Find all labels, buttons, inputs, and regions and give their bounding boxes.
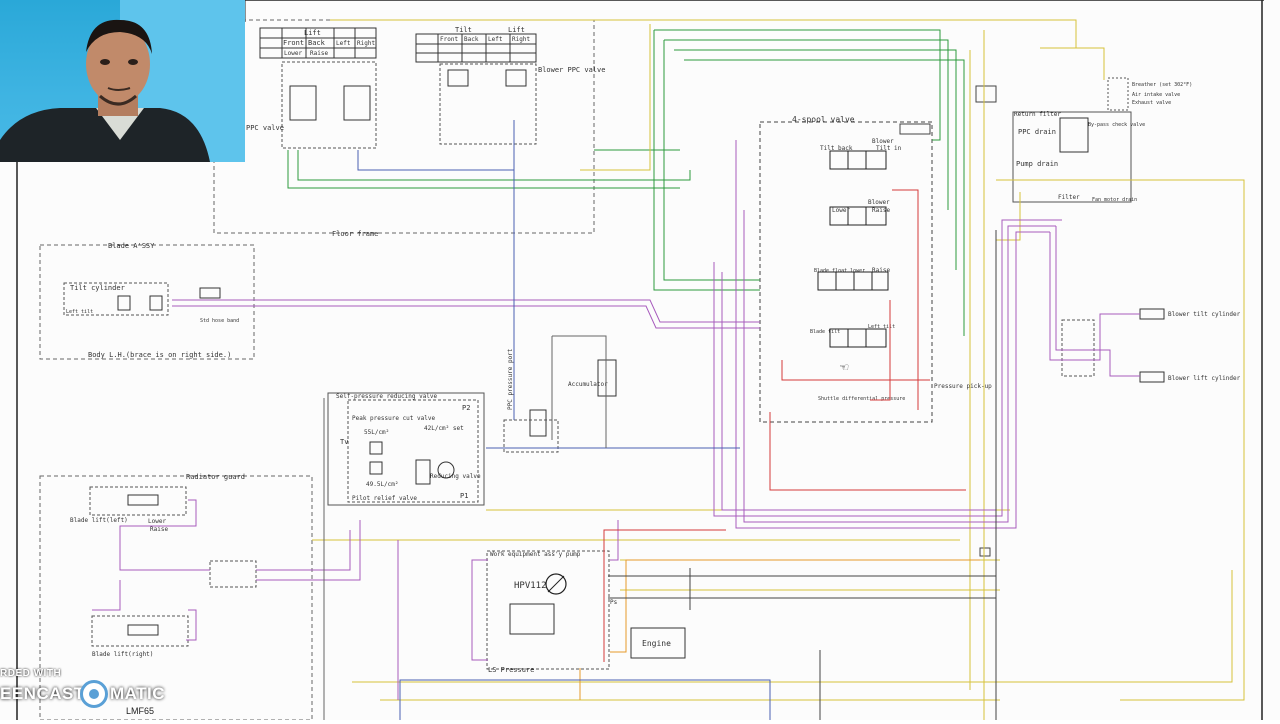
svg-text:Back: Back	[464, 36, 479, 43]
svg-text:Right: Right	[512, 36, 530, 43]
watermark-recorded-with: RDED WITH	[0, 668, 62, 679]
label-tilt-cylinder: Tilt cylinder	[70, 284, 125, 292]
svg-text:Front: Front	[440, 36, 458, 43]
svg-text:Exhaust valve: Exhaust valve	[1132, 100, 1171, 106]
screencast-watermark: RDED WITH EENCAST MATIC LMF65	[0, 664, 180, 720]
label-blower-lift-cylinder: Blower lift cylinder	[1168, 375, 1241, 382]
webcam-overlay	[0, 0, 245, 162]
label-blower-tilt-cylinder: Blower tilt cylinder	[1168, 311, 1241, 318]
svg-text:Lower: Lower	[284, 50, 302, 57]
label-blade-lift-left: Blade lift(left)	[70, 517, 128, 524]
label-self-pressure-valve: Self-pressure reducing valve	[336, 393, 438, 400]
svg-text:Lift: Lift	[508, 26, 525, 34]
svg-text:Lower: Lower	[832, 207, 850, 214]
svg-text:Tilt in: Tilt in	[876, 145, 902, 152]
sheet-code: LMF65	[126, 706, 155, 716]
svg-text:Std hose band: Std hose band	[200, 318, 239, 324]
svg-text:Left: Left	[336, 40, 351, 47]
svg-text:Tilt: Tilt	[455, 26, 472, 34]
svg-text:Blower: Blower	[872, 138, 894, 145]
svg-text:P2: P2	[462, 404, 470, 412]
svg-text:Blower: Blower	[868, 199, 890, 206]
label-pressure-pickup: Pressure pick-up	[934, 383, 992, 390]
watermark-brand-left: EENCAST	[0, 684, 85, 703]
svg-text:Blade tilt: Blade tilt	[810, 329, 840, 335]
svg-text:Lower: Lower	[148, 518, 166, 525]
label-return-filter: Return filter	[1014, 111, 1061, 118]
svg-text:Pilot relief valve: Pilot relief valve	[352, 495, 417, 502]
label-lift-header: Lift	[304, 29, 321, 37]
watermark-brand-right: MATIC	[110, 684, 166, 703]
svg-text:Peak pressure cut valve: Peak pressure cut valve	[352, 415, 435, 422]
svg-text:Fan motor drain: Fan motor drain	[1092, 197, 1137, 203]
label-engine: Engine	[642, 639, 671, 648]
svg-text:Raise: Raise	[872, 267, 890, 274]
label-4-spool-valve: 4-spool valve	[792, 115, 855, 124]
svg-text:Left tilt: Left tilt	[66, 309, 93, 315]
svg-text:Pump drain: Pump drain	[1016, 160, 1058, 168]
svg-text:Right: Right	[357, 40, 375, 47]
svg-text:Raise: Raise	[310, 50, 328, 57]
svg-text:Raise: Raise	[872, 207, 890, 214]
svg-text:Shuttle differential pressure: Shuttle differential pressure	[818, 396, 905, 402]
svg-text:Air intake valve: Air intake valve	[1132, 92, 1180, 98]
svg-text:Reducing valve: Reducing valve	[430, 473, 481, 480]
label-blade-assy: Blade A'SSY	[108, 242, 155, 250]
label-radiator-guard: Radiator guard	[186, 473, 245, 481]
svg-text:Filter: Filter	[1058, 194, 1080, 201]
label-hpv112: HPV112	[514, 581, 547, 591]
svg-text:Blade float lower: Blade float lower	[814, 268, 865, 274]
label-blower-ppc-valve: Blower PPC valve	[538, 66, 605, 74]
hand-cursor-icon: ☜	[840, 360, 849, 376]
presenter-video-icon	[0, 0, 245, 162]
svg-text:49.5L/cm²: 49.5L/cm²	[366, 481, 399, 488]
label-floor-frame: Floor frame	[332, 230, 378, 238]
svg-text:By-pass check valve: By-pass check valve	[1088, 122, 1145, 128]
svg-text:PPC drain: PPC drain	[1018, 128, 1056, 136]
svg-text:55L/cm²: 55L/cm²	[364, 429, 389, 436]
svg-text:Left tilt: Left tilt	[868, 324, 895, 330]
label-ppc-pressure-port: PPC pressure port	[507, 348, 514, 410]
svg-text:Tv: Tv	[340, 438, 348, 446]
svg-text:P1: P1	[460, 492, 468, 500]
label-work-equipment-pump: Work equipment ass'y pump	[490, 551, 581, 558]
label-blade-lift-right: Blade lift(right)	[92, 651, 153, 658]
label-accumulator: Accumulator	[568, 381, 608, 388]
svg-text:Tilt back: Tilt back	[820, 145, 853, 152]
svg-text:Raise: Raise	[150, 526, 168, 533]
svg-text:Back: Back	[308, 39, 326, 47]
screencast-logo-icon	[80, 680, 108, 708]
svg-text:Breather (set 302°F): Breather (set 302°F)	[1132, 82, 1192, 88]
label-body-note: Body L.H.(brace is on right side.)	[88, 351, 231, 359]
label-ls-pressure: LS Pressure	[488, 666, 534, 674]
svg-text:Front: Front	[283, 39, 304, 47]
label-ppc-valve: PPC valve	[246, 124, 284, 132]
svg-text:Ps: Ps	[610, 599, 618, 606]
svg-text:Left: Left	[488, 36, 503, 43]
svg-text:42L/cm² set: 42L/cm² set	[424, 425, 464, 432]
